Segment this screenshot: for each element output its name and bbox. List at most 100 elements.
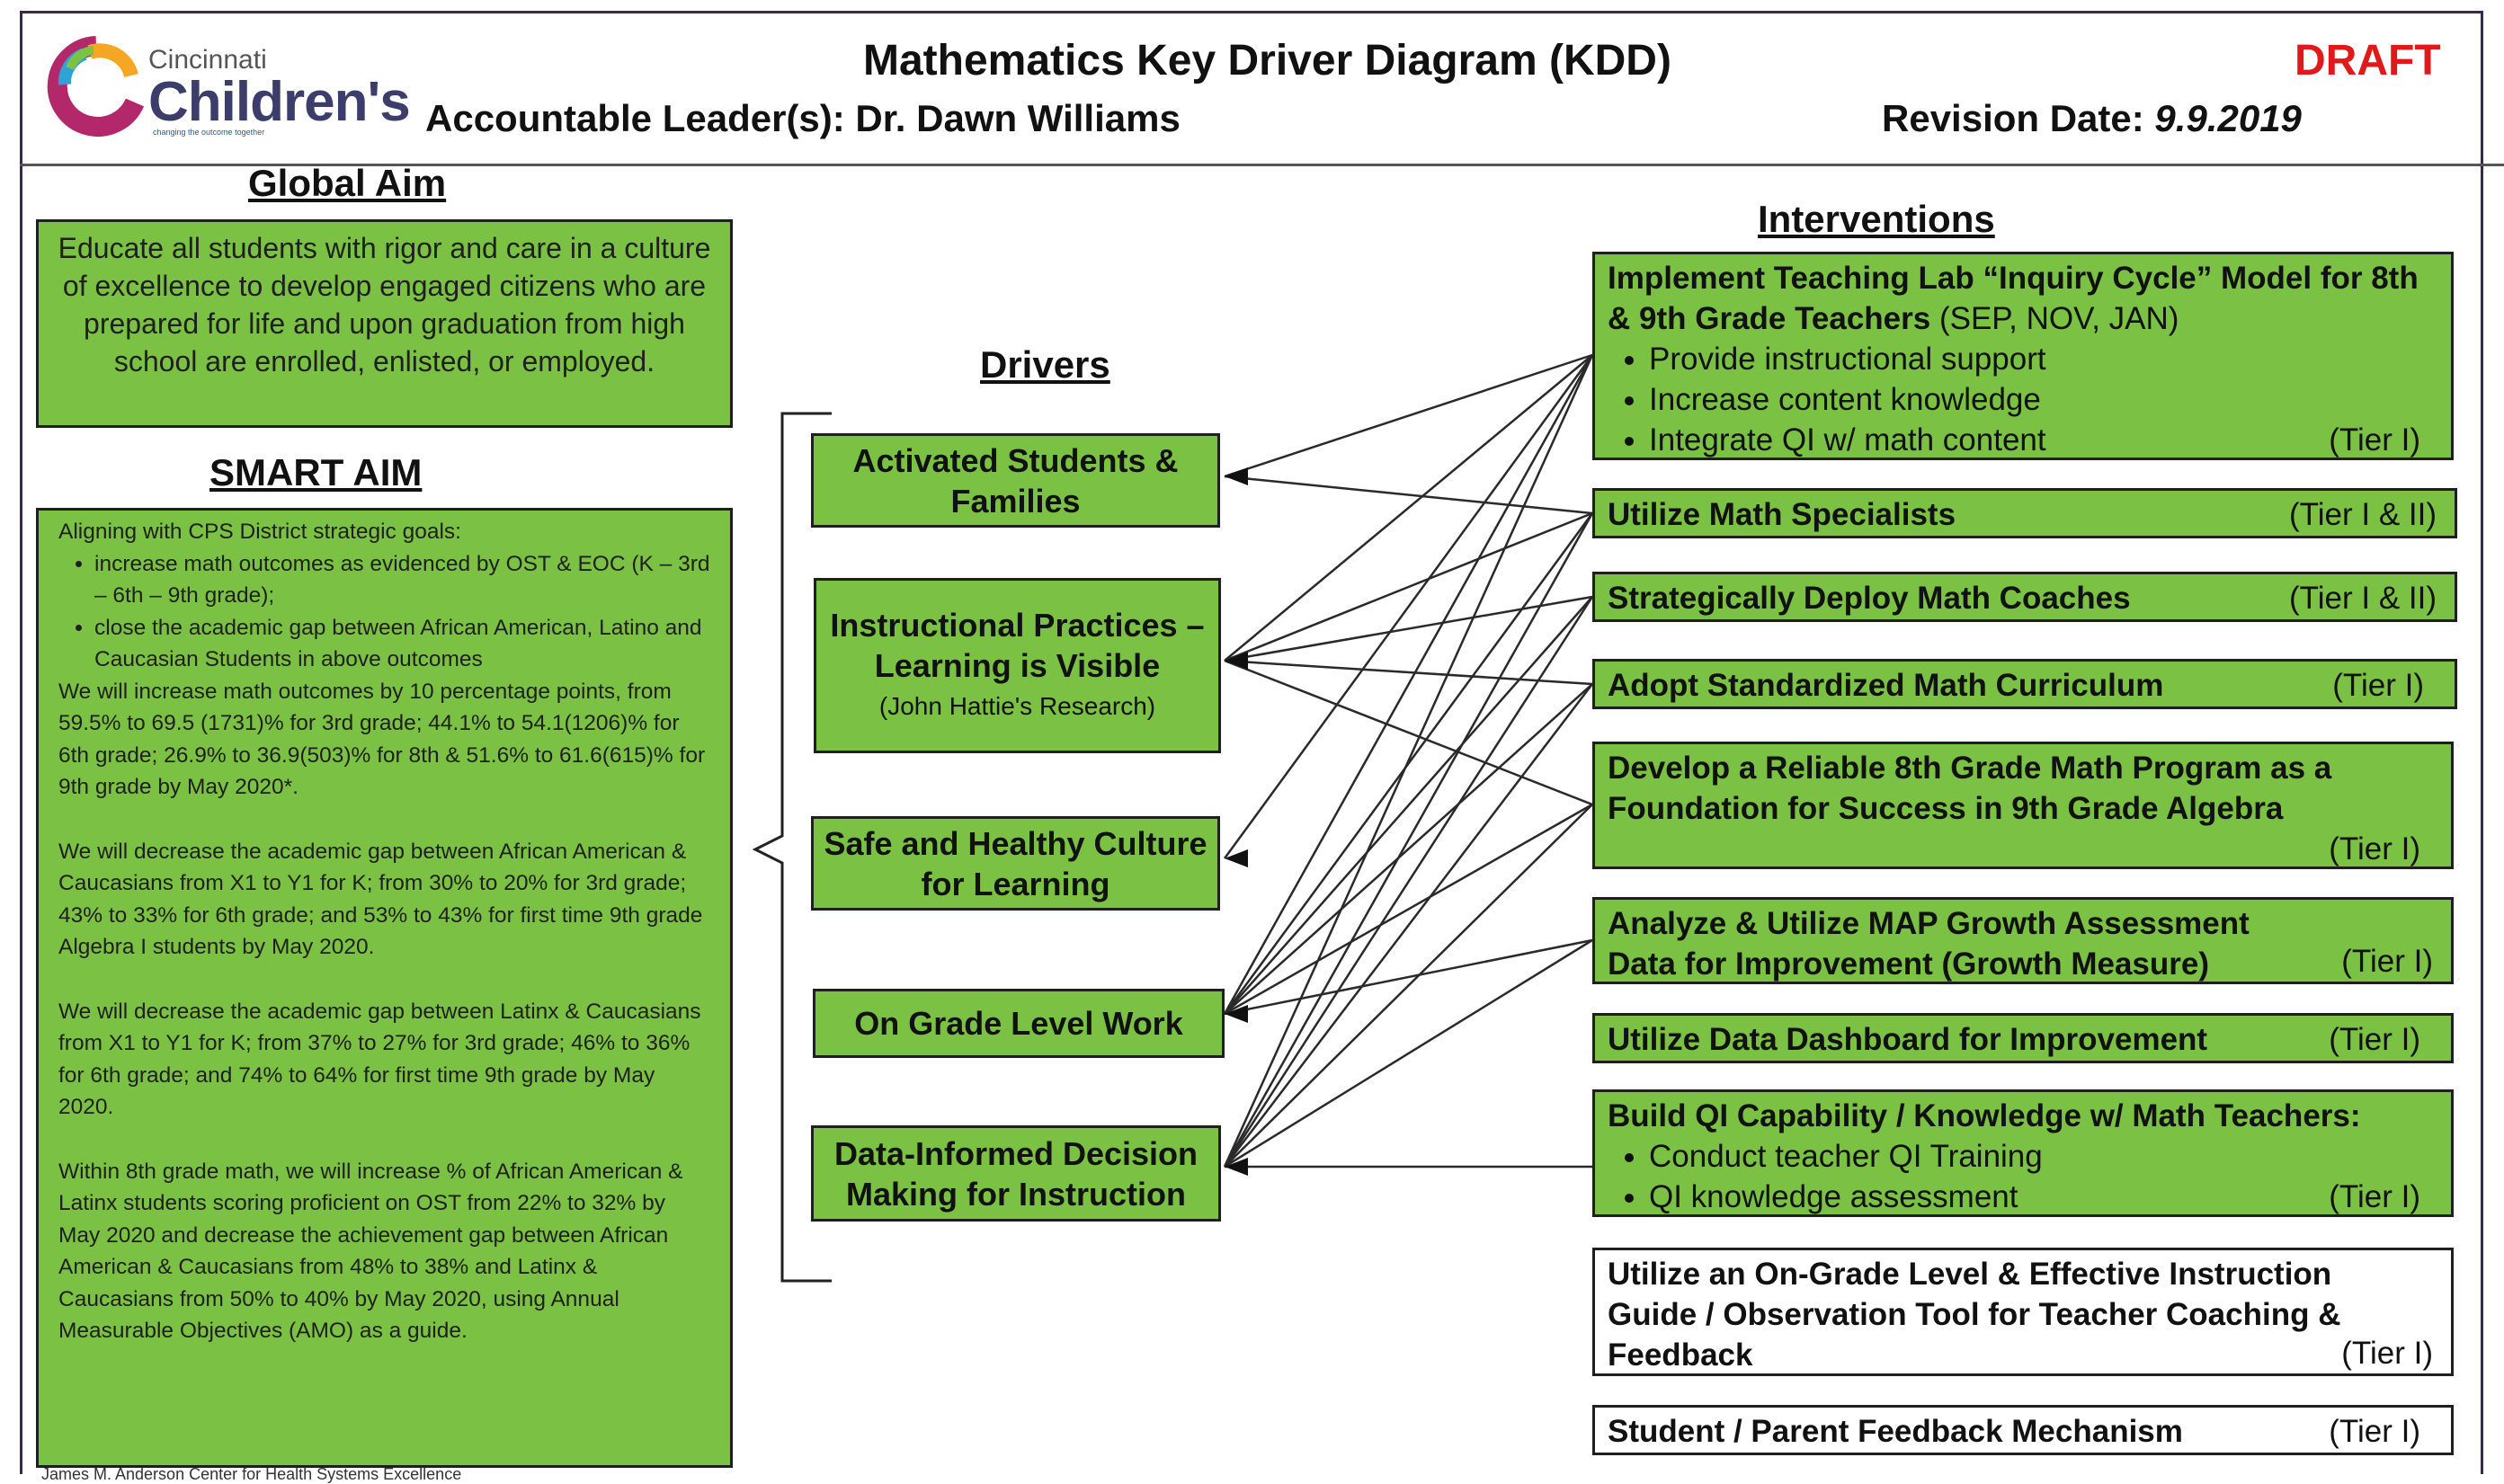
driver-data-informed-decisions: Data-Informed Decision Making for Instru… [811, 1125, 1221, 1222]
connector-line [1223, 354, 1594, 1015]
intervention-tier: (Tier I) [2329, 1179, 2420, 1214]
smart-aim-bullet: close the academic gap between African A… [94, 612, 710, 676]
intervention-title: Implement Teaching Lab “Inquiry Cycle” M… [1608, 261, 2419, 336]
intervention-bullet: Provide instructional support [1649, 339, 2438, 379]
driver-safe-healthy-culture: Safe and Healthy Culture for Learning [811, 816, 1220, 911]
connector-line [1224, 596, 1593, 1015]
arrowhead-icon [1225, 849, 1248, 867]
intervention-bullet: Conduct teacher QI Training [1649, 1136, 2438, 1177]
intervention-bullet: QI knowledge assessment (Tier I) [1649, 1177, 2438, 1217]
driver-instructional-practices: Instructional Practices – Learning is Vi… [814, 578, 1221, 753]
connector-line [1223, 596, 1594, 1168]
intervention-title: Utilize Data Dashboard for Improvement [1608, 1022, 2208, 1057]
intervention-teaching-lab: Implement Teaching Lab “Inquiry Cycle” M… [1592, 252, 2454, 460]
intervention-math-coaches: Strategically Deploy Math Coaches (Tier I… [1592, 572, 2457, 622]
connector-line [1224, 659, 1593, 686]
logo-text-small: Cincinnati [148, 45, 267, 75]
page-title: Mathematics Key Driver Diagram (KDD) [863, 37, 1671, 84]
intervention-title: Develop a Reliable 8th Grade Math Progra… [1608, 751, 2332, 826]
intervention-tier: (Tier I & II) [2289, 581, 2437, 616]
smart-aim-bullets: increase math outcomes as evidenced by O… [58, 548, 710, 676]
intervention-observation-tool: Utilize an On-Grade Level & Effective In… [1592, 1248, 2454, 1376]
intervention-title: Utilize an On-Grade Level & Effective In… [1608, 1257, 2341, 1373]
intervention-tier: (Tier I & II) [2289, 497, 2437, 532]
intervention-tier: (Tier I) [2341, 944, 2433, 979]
intervention-standardized-curriculum: Adopt Standardized Math Curriculum (Tier … [1592, 659, 2457, 709]
connector-line [1224, 938, 1593, 1016]
arrowhead-icon [1225, 652, 1248, 670]
driver-activated-students: Activated Students & Families [811, 433, 1220, 528]
footnote: James M. Anderson Center for Health Syst… [41, 1465, 462, 1483]
intervention-title: Utilize Math Specialists [1608, 497, 1956, 532]
revision-date-value: 9.9.2019 [2154, 97, 2302, 139]
arrowhead-icon [1225, 467, 1248, 485]
intervention-title: Build QI Capability / Knowledge w/ Math … [1608, 1098, 2361, 1133]
smart-aim-bullet: increase math outcomes as evidenced by O… [94, 548, 710, 612]
smart-aim-paragraph: We will decrease the academic gap betwee… [58, 999, 701, 1120]
intervention-bullet: Integrate QI w/ math content (Tier I) [1649, 420, 2438, 460]
smart-aim-paragraph: We will decrease the academic gap betwee… [58, 839, 703, 960]
connector-line [1224, 595, 1593, 662]
intervention-feedback-mechanism: Student / Parent Feedback Mechanism(Tier… [1592, 1405, 2454, 1455]
smart-aim-heading: SMART AIM [209, 451, 423, 493]
intervention-tier: (Tier I) [2341, 1336, 2433, 1371]
intervention-qi-capability: Build QI Capability / Knowledge w/ Math … [1592, 1089, 2454, 1217]
drivers-brace [752, 412, 832, 1283]
logo [38, 32, 433, 140]
connector-line [1224, 353, 1593, 478]
intervention-tier: (Tier I) [2329, 1022, 2420, 1057]
connector-line [1224, 803, 1593, 1016]
intervention-tier: (Tier I) [2329, 422, 2420, 458]
intervention-bullet: Increase content knowledge [1649, 379, 2438, 420]
global-aim-text: Educate all students with rigor and care… [58, 232, 711, 378]
intervention-8th-grade-program: Develop a Reliable 8th Grade Math Progra… [1592, 742, 2454, 869]
intervention-bullets: Conduct teacher QI Training QI knowledge… [1608, 1136, 2438, 1217]
smart-aim-paragraph: We will increase math outcomes by 10 per… [58, 679, 706, 800]
intervention-map-growth: Analyze & Utilize MAP Growth Assessment … [1592, 897, 2454, 984]
driver-label: Safe and Healthy Culture for Learning [824, 824, 1207, 902]
revision-label: Revision Date: [1882, 97, 2144, 139]
interventions-heading: Interventions [1758, 198, 1995, 240]
intervention-bullets: Provide instructional support Increase c… [1608, 339, 2438, 460]
intervention-note: (SEP, NOV, JAN) [1938, 301, 2179, 336]
driver-note: (John Hattie's Research) [878, 692, 1156, 720]
arrowhead-icon [1225, 1158, 1248, 1176]
driver-label: Data-Informed Decision Making for Instru… [833, 1134, 1199, 1213]
logo-mark-icon [47, 36, 145, 137]
header-divider [20, 164, 2504, 166]
connector-line [1224, 475, 1593, 515]
intervention-title: Adopt Standardized Math Curriculum [1608, 668, 2164, 703]
smart-aim-intro: Aligning with CPS District strategic goa… [58, 520, 461, 544]
driver-label: Instructional Practices – Learning is Vi… [830, 607, 1205, 684]
revision-date: Revision Date: 9.9.2019 [1882, 97, 2302, 140]
intervention-data-dashboard: Utilize Data Dashboard for Improvement (T… [1592, 1013, 2454, 1063]
intervention-bullet-text: Integrate QI w/ math content [1649, 422, 2046, 458]
global-aim-box: Educate all students with rigor and care… [36, 219, 733, 428]
logo-text-big: Children's [148, 71, 411, 133]
drivers-heading: Drivers [980, 343, 1110, 386]
connector-line [1224, 938, 1593, 1169]
global-aim-heading: Global Aim [248, 162, 447, 204]
logo-tagline: changing the outcome together [153, 128, 265, 137]
connector-line [1224, 354, 1593, 662]
driver-label: Activated Students & Families [852, 441, 1179, 520]
accountable-leader: Accountable Leader(s): Dr. Dawn Williams [425, 97, 1181, 139]
smart-aim-box: Aligning with CPS District strategic goa… [36, 508, 733, 1468]
driver-label: On Grade Level Work [854, 1005, 1183, 1042]
intervention-bullet-text: QI knowledge assessment [1649, 1179, 2018, 1214]
smart-aim-paragraph: Within 8th grade math, we will increase … [58, 1159, 683, 1344]
connector-line [1224, 683, 1593, 1015]
intervention-math-specialists: Utilize Math Specialists (Tier I & II) [1592, 488, 2457, 538]
intervention-title: Analyze & Utilize MAP Growth Assessment … [1608, 906, 2250, 982]
connector-line [1224, 511, 1593, 662]
intervention-tier: (Tier I) [2332, 668, 2424, 703]
connector-line [1223, 354, 1594, 859]
connector-line [1223, 512, 1594, 1168]
intervention-tier: (Tier I) [2329, 831, 2420, 866]
connector-line [1224, 659, 1593, 806]
intervention-title: Strategically Deploy Math Coaches [1608, 581, 2131, 616]
connector-line [1223, 354, 1594, 1168]
smart-aim-content: Aligning with CPS District strategic goa… [39, 511, 730, 1353]
intervention-tier: (Tier I) [2329, 1414, 2420, 1449]
